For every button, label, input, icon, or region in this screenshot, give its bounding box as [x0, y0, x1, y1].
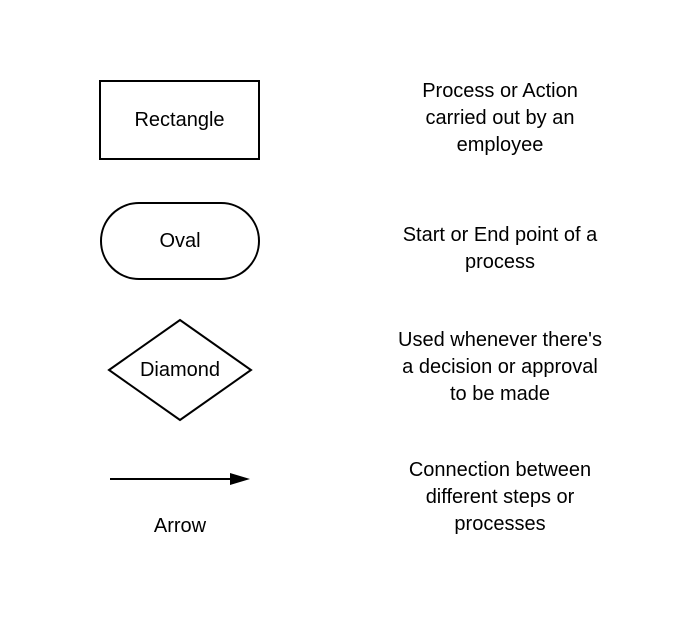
arrow-label: Arrow — [130, 514, 230, 538]
rectangle-description: Process or Action carried out by an empl… — [380, 78, 620, 159]
arrow-description: Connection between different steps or pr… — [380, 457, 620, 538]
diamond-outline — [107, 318, 253, 422]
oval-description: Start or End point of a process — [380, 222, 620, 276]
rectangle-label: Rectangle — [134, 109, 225, 131]
description-line: Used whenever there's — [398, 329, 602, 351]
arrow-label-text: Arrow — [153, 515, 207, 537]
description-line: employee — [456, 134, 544, 156]
description-line: different steps or — [425, 486, 575, 508]
description-line: processes — [454, 513, 546, 535]
description-line: process — [464, 251, 536, 273]
oval-label: Oval — [159, 230, 201, 252]
diamond-shape — [107, 318, 253, 422]
arrow-shape-line — [110, 478, 234, 480]
rectangle-shape: Rectangle — [99, 80, 260, 160]
arrow-head-icon — [230, 473, 250, 485]
diamond-label: Diamond — [139, 359, 221, 381]
description-line: Process or Action — [422, 80, 578, 102]
description-line: carried out by an — [425, 107, 575, 129]
diamond-label-wrap: Diamond — [110, 358, 250, 382]
description-line: Start or End point of a — [402, 224, 598, 246]
diamond-description: Used whenever there's a decision or appr… — [380, 327, 620, 408]
description-line: Connection between — [408, 459, 592, 481]
oval-shape: Oval — [100, 202, 260, 280]
description-line: a decision or approval — [402, 356, 598, 378]
description-line: to be made — [449, 383, 551, 405]
